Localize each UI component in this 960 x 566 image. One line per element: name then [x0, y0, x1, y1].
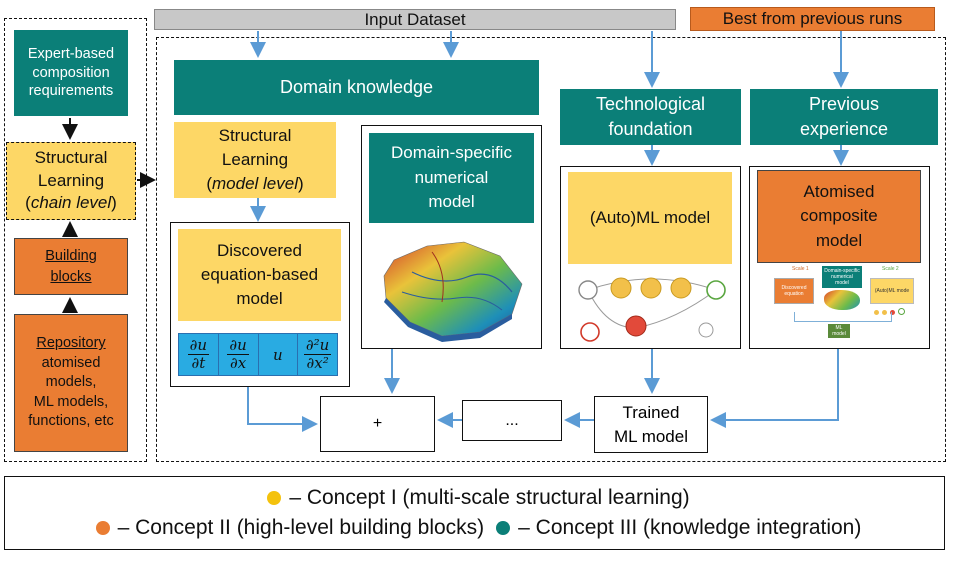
thumb-automl-dots — [874, 308, 914, 316]
terrain-model-image — [383, 241, 523, 342]
structural-chain-line1: Structural — [34, 147, 108, 167]
thumb-scale2-label: Scale 2 — [882, 266, 899, 272]
thumb-automl: (Auto)ML mode — [870, 278, 914, 304]
tech-foundation-label: Technological foundation — [595, 93, 706, 139]
thumb-discovered: Discovered equation — [774, 278, 814, 304]
legend-row-2: – Concept II (high-level building blocks… — [5, 516, 944, 540]
plus-label: + — [372, 415, 383, 432]
domain-specific-model-box: Domain-specific numerical model — [369, 133, 534, 223]
equation-term-u: u — [259, 334, 299, 375]
ellipsis-label: ... — [505, 411, 519, 429]
structural-learning-chain-box: Structural Learning (chain level) — [6, 142, 136, 220]
thumb-terrain — [824, 290, 860, 310]
domain-knowledge-label: Domain knowledge — [279, 77, 434, 97]
legend-box: – Concept I (multi-scale structural lear… — [4, 476, 945, 550]
building-blocks-label: Building blocks — [45, 248, 97, 285]
best-runs-label: Best from previous runs — [722, 9, 903, 28]
legend-row-1: – Concept I (multi-scale structural lear… — [5, 486, 944, 510]
equation-row: ∂u∂t ∂u∂x u ∂²u∂x² — [178, 333, 338, 376]
thumb-connector — [794, 312, 892, 322]
concept2-label: – Concept II (high-level building blocks… — [117, 516, 485, 539]
tech-foundation-box: Technological foundation — [560, 89, 741, 145]
thumb-scale1-label: Scale 1 — [792, 266, 809, 272]
trained-model-label: Trained ML model — [613, 402, 688, 446]
building-blocks-box: Building blocks — [14, 238, 128, 295]
structural-model-level: model level — [212, 173, 298, 193]
structural-model-line2: Learning — [221, 150, 289, 170]
main-frame — [156, 37, 946, 462]
equation-term-dudx: ∂u∂x — [219, 334, 259, 375]
thumb-ml-model: ML model — [828, 324, 850, 338]
automl-model-box: (Auto)ML model — [568, 172, 732, 264]
equation-term-dudt: ∂u∂t — [179, 334, 219, 375]
plus-box: + — [320, 396, 435, 452]
composite-thumbnail: Scale 1 Scale 2 Discovered equation Doma… — [770, 266, 918, 346]
structural-model-line1: Structural — [218, 126, 292, 146]
left-column-frame — [4, 18, 147, 462]
equation-term-d2udx2: ∂²u∂x² — [303, 336, 332, 372]
atomised-model-box: Atomised composite model — [757, 170, 921, 263]
concept1-label: – Concept I (multi-scale structural lear… — [289, 486, 690, 509]
atomised-model-label: Atomised composite model — [800, 181, 878, 250]
domain-knowledge-box: Domain knowledge — [174, 60, 539, 115]
previous-experience-label: Previous experience — [799, 93, 889, 139]
structural-learning-model-box: Structural Learning (model level) — [174, 122, 336, 198]
ellipsis-box: ... — [462, 400, 562, 441]
trained-model-box: Trained ML model — [594, 396, 708, 453]
repository-title: Repository — [36, 335, 106, 352]
best-runs-bar: Best from previous runs — [690, 7, 935, 31]
previous-experience-box: Previous experience — [750, 89, 938, 145]
concept3-label: – Concept III (knowledge integration) — [518, 516, 862, 539]
discovered-model-box: Discovered equation-based model — [178, 229, 341, 321]
thumb-domain-specific: Domain-specific numerical model — [822, 266, 862, 288]
input-dataset-label: Input Dataset — [364, 9, 466, 29]
concept2-dot — [95, 521, 110, 535]
repository-body: atomised models, ML models, functions, e… — [28, 354, 114, 430]
expert-requirements-label: Expert-based composition requirements — [27, 45, 115, 100]
concept3-dot — [496, 521, 511, 535]
automl-model-label: (Auto)ML model — [589, 208, 711, 227]
structural-chain-level: chain level — [30, 193, 112, 213]
repository-box: Repository atomised models, ML models, f… — [14, 314, 128, 452]
domain-specific-model-label: Domain-specific numerical model — [391, 143, 512, 212]
concept1-dot — [267, 491, 282, 505]
expert-requirements-box: Expert-based composition requirements — [14, 30, 128, 116]
discovered-model-label: Discovered equation-based model — [200, 241, 319, 308]
input-dataset-bar: Input Dataset — [154, 9, 676, 30]
structural-chain-line2: Learning — [37, 170, 105, 190]
automl-pipeline-image — [578, 277, 726, 342]
